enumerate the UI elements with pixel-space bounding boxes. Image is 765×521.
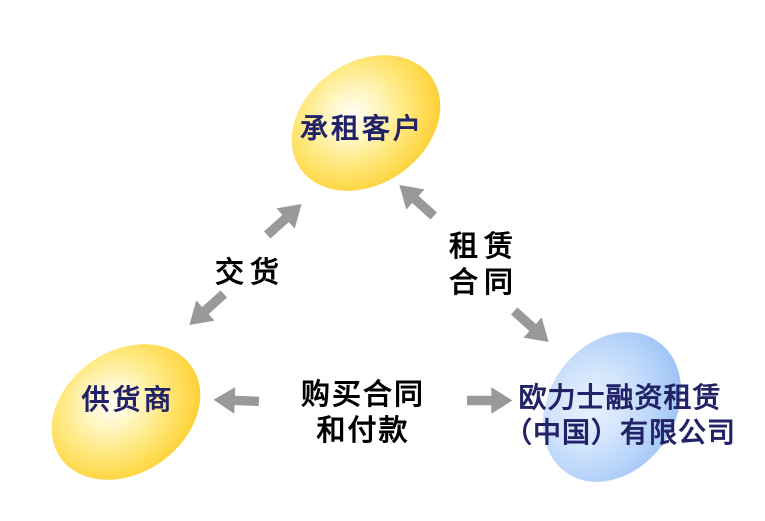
edge-lease-contract-label-line1: 租赁 [448,229,519,263]
edge-delivery-label: 交货 [214,255,285,289]
arrow-shape [399,185,438,220]
arrow-down-left-to-supplier-icon [189,290,228,325]
arrow-shape [263,204,302,239]
edge-lease-contract-label: 租赁 合同 [434,228,534,300]
edge-purchase-label-line2: 和付款 [316,413,410,447]
arrow-shape [510,307,549,342]
edge-purchase-and-payment-label: 购买合同 和付款 [283,376,443,448]
arrow-down-right-to-orix-icon [510,307,549,342]
arrow-left-to-supplier-icon [213,387,260,414]
arrow-up-left-to-customer-icon [399,185,438,220]
arrow-shape [189,290,228,325]
arrow-right-to-orix-icon [467,387,513,414]
node-supplier-label: 供货商 [81,383,175,416]
node-customer-label: 承租客户 [299,112,424,145]
edge-lease-contract-label-line2: 合同 [448,265,519,299]
arrow-up-right-to-customer-icon [263,204,302,239]
edge-purchase-label-line1: 购买合同 [300,377,425,411]
node-orix-label-line2: （中国）有限公司 [503,416,736,449]
arrow-shape [467,387,513,414]
node-orix-label-line1: 欧力士融资租赁 [518,381,722,414]
node-orix-label: 欧力士融资租赁 （中国）有限公司 [495,380,745,450]
arrow-shape [213,387,260,414]
